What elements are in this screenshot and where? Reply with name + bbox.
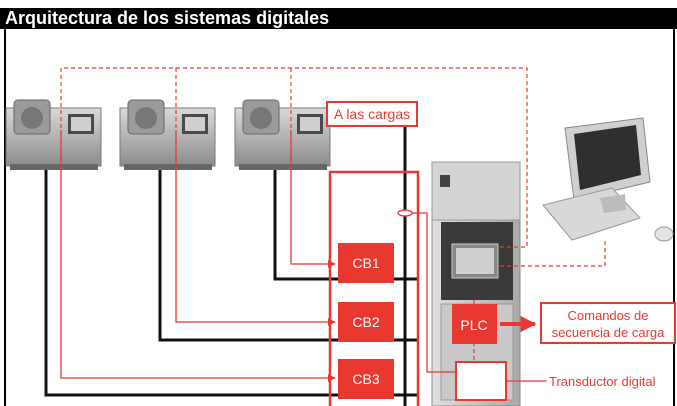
loads-label-box: A las cargas — [326, 101, 418, 127]
breaker-cb1: CB1 — [338, 243, 394, 283]
generator-icon — [119, 99, 216, 170]
switchgear-cabinet-icon — [431, 161, 521, 406]
load-commands-line2: secuencia de carga — [552, 325, 666, 340]
digital-transducer-box — [455, 361, 507, 401]
breaker-label: CB1 — [352, 255, 379, 271]
breaker-cb3: CB3 — [338, 359, 394, 399]
breaker-signal-lines — [60, 130, 456, 382]
breaker-label: CB3 — [352, 371, 379, 387]
digital-transducer-label: Transductor digital — [549, 374, 656, 389]
load-commands-line1: Comandos de — [568, 308, 649, 323]
current-sensor-icon — [397, 209, 413, 217]
generator-icon — [5, 99, 102, 170]
plc-box: PLC — [452, 304, 497, 344]
loads-label: A las cargas — [334, 106, 410, 122]
diagram-frame — [4, 29, 675, 406]
load-commands-box: Comandos de secuencia de carga — [540, 302, 676, 344]
plc-label: PLC — [460, 317, 487, 333]
bus-enclosure — [328, 170, 420, 406]
breaker-label: CB2 — [352, 314, 379, 330]
generator-icon — [234, 99, 331, 170]
breaker-cb2: CB2 — [338, 302, 394, 342]
computer-icon — [542, 117, 674, 242]
page-title: Arquitectura de los sistemas digitales — [0, 8, 677, 29]
